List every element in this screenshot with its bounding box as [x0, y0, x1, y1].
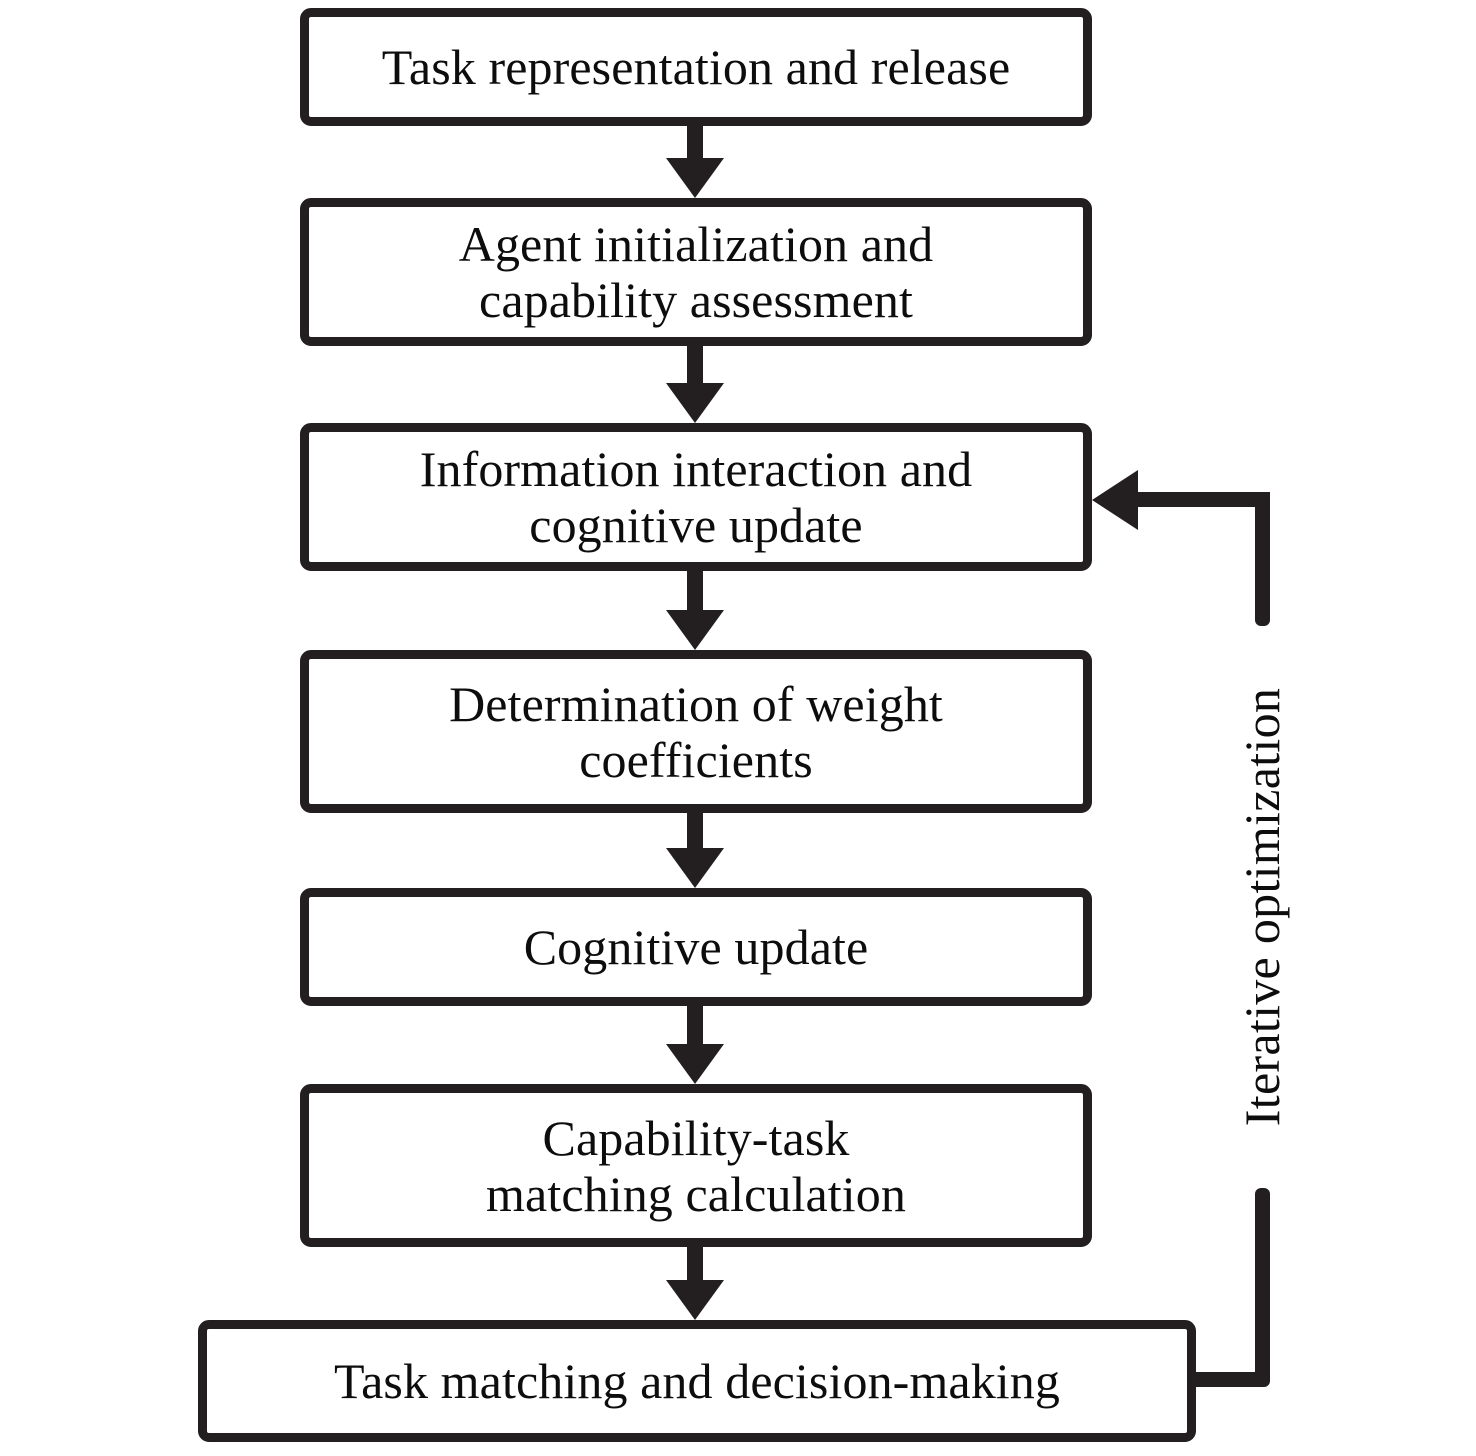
flow-arrow-5-to-6: [666, 1006, 724, 1084]
arrow-shaft: [687, 1006, 703, 1046]
arrow-head-down-icon: [666, 1280, 724, 1320]
flow-arrow-1-to-2: [666, 126, 724, 198]
arrow-head-down-icon: [666, 383, 724, 423]
flow-node-label: Determination of weight coefficients: [449, 675, 943, 788]
flow-arrow-4-to-5: [666, 813, 724, 888]
arrow-shaft: [687, 126, 703, 160]
flow-node-label: Task matching and decision-making: [333, 1353, 1060, 1409]
flow-arrow-3-to-4: [666, 571, 724, 650]
flow-arrow-2-to-3: [666, 346, 724, 423]
flow-arrow-6-to-7: [666, 1247, 724, 1320]
arrow-shaft: [687, 571, 703, 612]
flow-node-label: Information interaction and cognitive up…: [419, 441, 973, 553]
flow-node-label: Task representation and release: [381, 39, 1011, 95]
flow-node-cognitive-update[interactable]: Cognitive update: [300, 888, 1092, 1006]
arrow-head-down-icon: [666, 610, 724, 650]
arrow-shaft: [687, 813, 703, 850]
flow-node-determination-of-weight-coefficients[interactable]: Determination of weight coefficients: [300, 650, 1092, 813]
flow-node-task-representation-and-release[interactable]: Task representation and release: [300, 8, 1092, 126]
flow-node-label: Agent initialization and capability asse…: [458, 216, 934, 328]
arrow-head-down-icon: [666, 848, 724, 888]
flow-node-capability-task-matching-calculation[interactable]: Capability-task matching calculation: [300, 1084, 1092, 1247]
flow-node-label: Cognitive update: [523, 919, 869, 975]
feedback-loop-riser-lower-segment: [1255, 1188, 1270, 1380]
arrow-head-down-icon: [666, 158, 724, 198]
flow-node-agent-initialization-and-capability-assessment[interactable]: Agent initialization and capability asse…: [300, 198, 1092, 346]
feedback-loop-corner: [1255, 492, 1270, 507]
arrow-shaft: [687, 1247, 703, 1282]
flow-node-label: Capability-task matching calculation: [486, 1109, 906, 1222]
arrow-head-left-icon: [1092, 470, 1138, 530]
feedback-loop-label: Iterative optimization: [1234, 687, 1290, 1127]
flow-node-task-matching-and-decision-making[interactable]: Task matching and decision-making: [198, 1320, 1196, 1442]
arrow-head-down-icon: [666, 1044, 724, 1084]
flow-node-information-interaction-and-cognitive-update[interactable]: Information interaction and cognitive up…: [300, 423, 1092, 571]
feedback-loop-riser-upper-segment: [1255, 492, 1270, 626]
arrow-shaft: [687, 346, 703, 385]
feedback-loop-top-segment: [1130, 492, 1270, 507]
feedback-loop-bottom-segment: [1186, 1372, 1270, 1387]
